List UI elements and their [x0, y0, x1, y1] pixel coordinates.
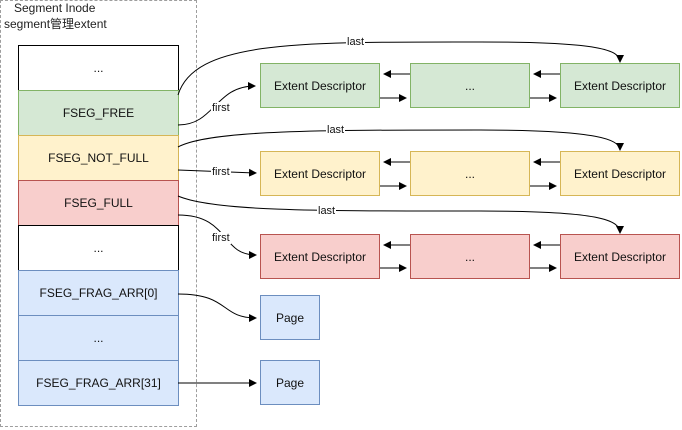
last-connector-full	[177, 195, 624, 234]
inode-cell-2: FSEG_NOT_FULL	[18, 135, 179, 181]
page-label: Page	[275, 310, 305, 325]
inode-cell-label: FSEG_FRAG_ARR[31]	[36, 376, 161, 390]
extent-descriptor-label: Extent Descriptor	[273, 78, 367, 93]
first-label-not-full: first	[211, 166, 231, 178]
last-label-not-full: last	[326, 124, 346, 136]
first-label-full: first	[211, 232, 231, 244]
frag-arr-0-connector	[177, 293, 257, 322]
inode-cell-label: ...	[93, 61, 104, 75]
extent-descriptor-last-row-1: Extent Descriptor	[560, 151, 680, 196]
extent-descriptor-label: Extent Descriptor	[273, 166, 367, 181]
extent-descriptor-label: Extent Descriptor	[573, 78, 667, 93]
inode-cell-5: FSEG_FRAG_ARR[0]	[18, 270, 179, 316]
extent-descriptor-label: ...	[464, 249, 475, 264]
inode-cell-1: FSEG_FREE	[18, 90, 179, 136]
inode-cell-6: ...	[18, 315, 179, 361]
extent-descriptor-label: ...	[464, 166, 475, 181]
inode-cell-4: ...	[18, 225, 179, 271]
segment-inode-container	[0, 0, 197, 427]
extent-descriptor-first-row-0: Extent Descriptor	[260, 63, 380, 108]
first-label-free: first	[211, 102, 231, 114]
last-connector-free	[177, 41, 624, 96]
extent-descriptor-first-row-1: Extent Descriptor	[260, 151, 380, 196]
extent-descriptor-last-row-2: Extent Descriptor	[560, 234, 680, 279]
inode-cell-label: FSEG_NOT_FULL	[48, 151, 149, 165]
extent-descriptor-middle-row-0: ...	[410, 63, 530, 108]
extent-descriptor-middle-row-2: ...	[410, 234, 530, 279]
segment-inode-subtitle: segment管理extent	[4, 17, 107, 31]
page-label: Page	[275, 375, 305, 390]
last-connector-not-full	[177, 129, 624, 151]
page-box-1: Page	[260, 360, 320, 405]
inode-cell-label: ...	[93, 241, 104, 255]
extent-descriptor-first-row-2: Extent Descriptor	[260, 234, 380, 279]
extent-descriptor-label: Extent Descriptor	[573, 249, 667, 264]
segment-inode-title: Segment Inode	[14, 1, 96, 15]
inode-cell-label: FSEG_FREE	[62, 106, 135, 120]
inode-cell-7: FSEG_FRAG_ARR[31]	[18, 360, 179, 406]
inode-cell-3: FSEG_FULL	[18, 180, 179, 226]
page-box-0: Page	[260, 295, 320, 340]
extent-descriptor-label: Extent Descriptor	[573, 166, 667, 181]
inode-cell-label: ...	[93, 331, 104, 345]
extent-descriptor-middle-row-1: ...	[410, 151, 530, 196]
extent-descriptor-label: Extent Descriptor	[273, 249, 367, 264]
inode-cell-label: FSEG_FRAG_ARR[0]	[39, 286, 158, 300]
extent-descriptor-label: ...	[464, 78, 475, 93]
inode-cell-label: FSEG_FULL	[64, 196, 133, 210]
last-label-free: last	[346, 36, 366, 48]
extent-descriptor-last-row-0: Extent Descriptor	[560, 63, 680, 108]
last-label-full: last	[317, 205, 337, 217]
